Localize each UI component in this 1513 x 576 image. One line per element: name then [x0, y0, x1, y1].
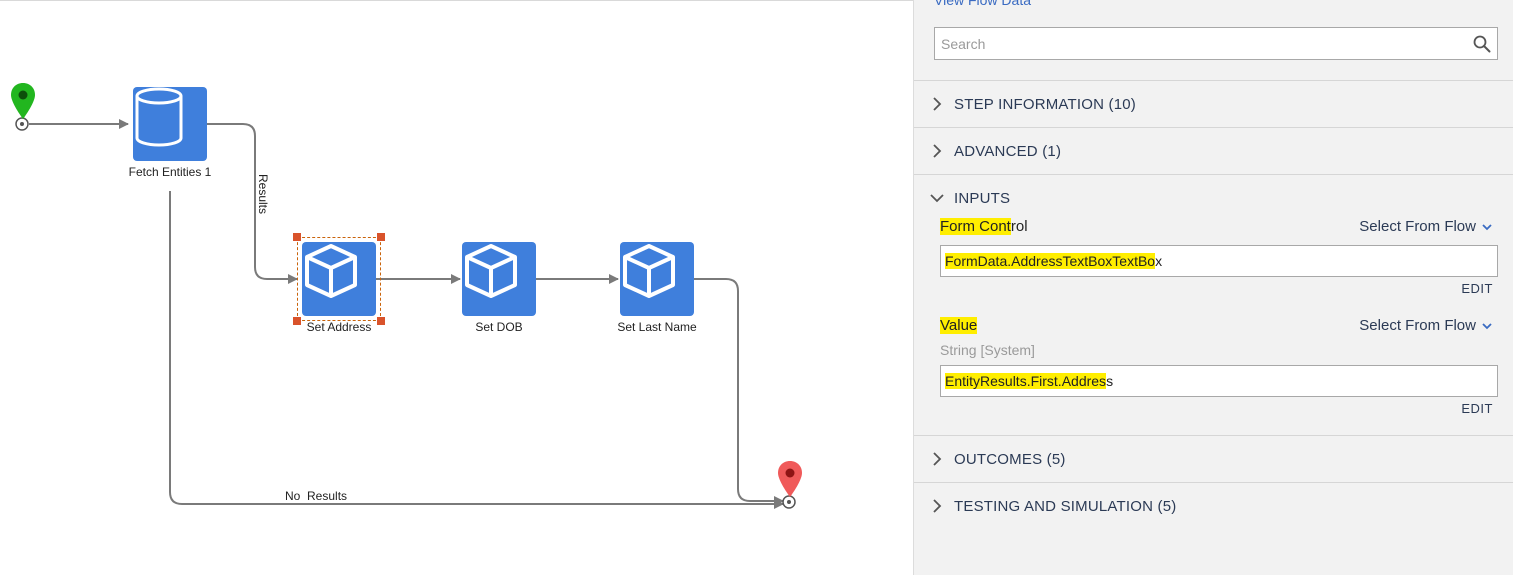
search-icon[interactable]: [1473, 35, 1491, 53]
cube-icon: [623, 244, 675, 298]
connector-lastname-to-end: [694, 278, 784, 506]
chevron-right-icon: [933, 499, 942, 513]
resize-handle-tl[interactable]: [293, 233, 301, 241]
node-label-set-dob: Set DOB: [475, 320, 523, 334]
section-outcomes[interactable]: OUTCOMES (5): [928, 447, 1066, 471]
chevron-right-icon: [933, 144, 942, 158]
node-fetch-entities[interactable]: [133, 87, 207, 161]
start-pin-icon: [11, 83, 35, 119]
selection-box: [297, 237, 381, 321]
resize-handle-bl[interactable]: [293, 317, 301, 325]
section-title: TESTING AND SIMULATION (5): [954, 497, 1177, 515]
connector-label-no-results: No Results: [285, 489, 348, 503]
chevron-down-icon: [930, 194, 944, 203]
value-type-label: String [System]: [940, 342, 1035, 358]
node-label-fetch-entities: Fetch Entities 1: [128, 165, 212, 179]
flow-canvas[interactable]: Fetch Entities 1 Set Address Set DOB Set…: [0, 0, 913, 575]
connector-label-results: Results: [256, 174, 270, 215]
search-input[interactable]: [935, 28, 1467, 59]
node-set-address[interactable]: [302, 242, 376, 316]
chevron-down-icon: [1482, 322, 1492, 329]
divider: [914, 482, 1513, 483]
divider: [914, 174, 1513, 175]
connector-layer: [15, 117, 796, 509]
resize-handle-br[interactable]: [377, 317, 385, 325]
section-title: OUTCOMES (5): [954, 450, 1066, 468]
section-advanced[interactable]: ADVANCED (1): [928, 139, 1061, 163]
connector-no-results: [169, 191, 784, 509]
cube-icon: [465, 244, 517, 298]
properties-panel: View Flow Data STEP INFORMATION (10) ADV…: [913, 0, 1513, 575]
node-set-last-name[interactable]: [620, 242, 694, 316]
chevron-right-icon: [933, 97, 942, 111]
select-from-flow-button[interactable]: Select From Flow: [1359, 218, 1493, 235]
view-flow-data-link[interactable]: View Flow Data: [934, 0, 1032, 8]
section-testing-simulation[interactable]: TESTING AND SIMULATION (5): [928, 494, 1176, 518]
field-label-value: Value: [940, 317, 978, 334]
cube-icon: [305, 244, 357, 298]
database-icon: [135, 87, 183, 147]
chevron-down-icon: [1482, 223, 1492, 230]
search-field[interactable]: [934, 27, 1498, 60]
node-set-dob[interactable]: [462, 242, 536, 316]
divider: [914, 127, 1513, 128]
edit-button[interactable]: EDIT: [1461, 401, 1493, 416]
section-inputs[interactable]: INPUTS: [928, 186, 1010, 210]
connector-results: [207, 123, 298, 284]
resize-handle-tr[interactable]: [377, 233, 385, 241]
divider: [914, 80, 1513, 81]
edit-button[interactable]: EDIT: [1461, 281, 1493, 296]
node-label-set-address: Set Address: [306, 320, 372, 334]
section-title: INPUTS: [954, 189, 1011, 207]
section-title: STEP INFORMATION (10): [954, 95, 1136, 113]
chevron-right-icon: [933, 452, 942, 466]
select-from-flow-button[interactable]: Select From Flow: [1359, 317, 1493, 334]
section-title: ADVANCED (1): [954, 142, 1062, 160]
end-pin-icon: [778, 461, 802, 497]
section-step-information[interactable]: STEP INFORMATION (10): [928, 92, 1136, 116]
divider: [914, 435, 1513, 436]
node-label-set-last-name: Set Last Name: [617, 320, 697, 334]
field-label-form-control: Form Control: [940, 218, 1028, 235]
